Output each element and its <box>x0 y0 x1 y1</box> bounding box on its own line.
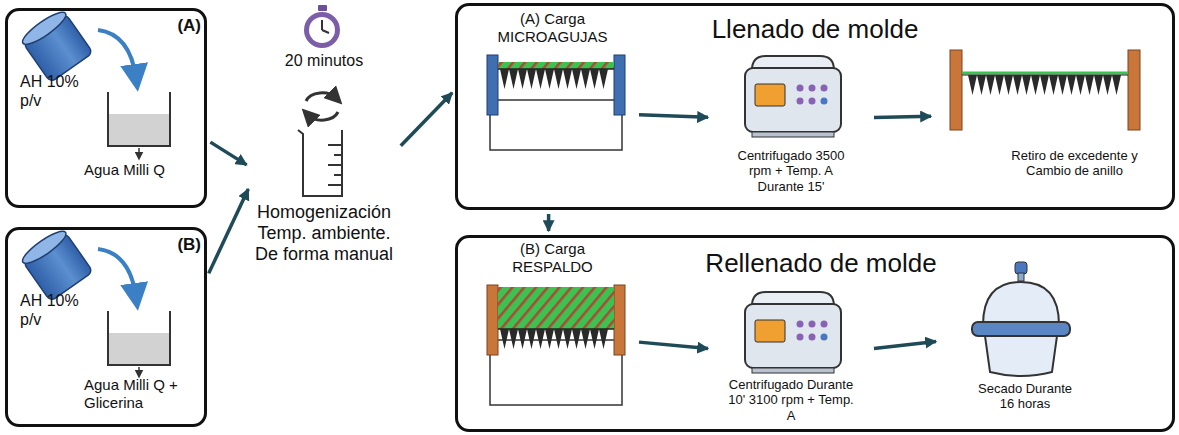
stage-panel: Rellenado de molde (B) Carga RESPALDO Cent… <box>455 235 1175 432</box>
microneedle <box>545 69 554 89</box>
mold-step: Retiro de excedente y Cambio de anillo <box>935 45 1160 200</box>
beaker-icon <box>298 130 342 196</box>
stopwatch-icon <box>304 5 340 48</box>
microneedle <box>986 75 995 95</box>
microneedle <box>1076 75 1085 95</box>
microneedle <box>563 69 572 89</box>
step-label: (A) Carga MICROAGUJAS <box>470 10 635 45</box>
microneedle <box>572 329 581 349</box>
desiccator-icon <box>972 262 1070 376</box>
microneedle <box>1103 75 1112 95</box>
microneedle <box>500 329 509 349</box>
microneedle <box>500 69 509 89</box>
mold-step: (B) Carga RESPALDO <box>470 240 635 425</box>
stage-panel: Llenado de molde (A) Carga MICROAGUJAS Cen… <box>455 3 1175 210</box>
ingredient-box: (A) AH 10% p/vAgua Milli Q <box>5 8 207 208</box>
pouring-jar <box>19 227 170 374</box>
microneedle <box>536 69 545 89</box>
drying-step: Secado Durante 16 horas <box>940 255 1110 427</box>
microneedle <box>536 329 545 349</box>
pouring-jar <box>19 8 170 156</box>
flow-arrow <box>874 116 931 117</box>
microneedle <box>599 69 608 89</box>
microneedle <box>518 329 527 349</box>
step-label: Centrifugado Durante 10' 3100 rpm + Temp… <box>726 377 856 423</box>
flow-arrow <box>874 341 936 348</box>
microneedle <box>1085 75 1094 95</box>
flow-arrow <box>210 142 246 165</box>
flow-arrow <box>401 93 452 146</box>
reagent-label: AH 10% p/v <box>20 73 84 111</box>
step-label: Secado Durante 16 horas <box>972 381 1078 412</box>
flow-arrow <box>547 214 551 231</box>
microneedle <box>1049 75 1058 95</box>
microneedle <box>509 69 518 89</box>
step-label: (B) Carga RESPALDO <box>485 240 620 275</box>
microneedle <box>1040 75 1049 95</box>
flow-arrow <box>639 342 708 348</box>
microneedle <box>590 329 599 349</box>
panel-title: Rellenado de molde <box>686 248 956 279</box>
flow-arrow <box>639 115 708 118</box>
box-tag: (A) <box>153 16 201 36</box>
box-tag: (B) <box>153 235 201 255</box>
microneedle <box>1058 75 1067 95</box>
microneedle <box>563 329 572 349</box>
microneedle <box>518 69 527 89</box>
microneedle <box>572 69 581 89</box>
centrifuge-step: Centrifugado Durante 10' 3100 rpm + Temp… <box>712 285 870 427</box>
microneedle <box>1022 75 1031 95</box>
microneedle <box>527 329 536 349</box>
centrifuge-icon <box>745 292 841 373</box>
solvent-label: Agua Milli Q + Glicerina <box>84 376 180 411</box>
homogenization-step: 20 minutosHomogenización Temp. ambiente.… <box>250 52 398 282</box>
microneedle <box>545 329 554 349</box>
mold-backing <box>487 285 625 405</box>
ingredient-box: (B) AH 10% p/vAgua Milli Q + Glicerina <box>5 227 207 427</box>
microneedle <box>599 329 608 349</box>
microneedle <box>1067 75 1076 95</box>
step-label: Homogenización Temp. ambiente. De forma … <box>250 202 398 266</box>
microneedle <box>1031 75 1040 95</box>
solvent-label: Agua Milli Q <box>84 161 202 179</box>
centrifuge-step: Centrifugado 3500 rpm + Temp. A Durante … <box>712 50 870 200</box>
centrifuge-icon <box>745 56 841 137</box>
microneedle <box>554 329 563 349</box>
reagent-label: AH 10% p/v <box>20 292 84 330</box>
microneedle <box>1004 75 1013 95</box>
microneedle <box>590 69 599 89</box>
mold-step: (A) Carga MICROAGUJAS <box>470 10 635 200</box>
mold-microneedles <box>487 55 625 150</box>
microneedle <box>968 75 977 95</box>
mold-ring-change <box>950 50 1140 130</box>
microneedle <box>1094 75 1103 95</box>
step-label: Retiro de excedente y Cambio de anillo <box>997 148 1152 179</box>
microneedle <box>554 69 563 89</box>
microneedle <box>977 75 986 95</box>
flow-arrow <box>209 189 249 273</box>
rotation-icon <box>306 93 338 120</box>
microneedle <box>581 329 590 349</box>
panel-title: Llenado de molde <box>690 14 940 45</box>
microneedle <box>1013 75 1022 95</box>
microneedle <box>509 329 518 349</box>
microneedle <box>581 69 590 89</box>
microneedle <box>1112 75 1121 95</box>
microneedle <box>995 75 1004 95</box>
step-label: Centrifugado 3500 rpm + Temp. A Durante … <box>726 148 856 194</box>
time-label: 20 minutos <box>250 52 398 71</box>
microneedle <box>527 69 536 89</box>
